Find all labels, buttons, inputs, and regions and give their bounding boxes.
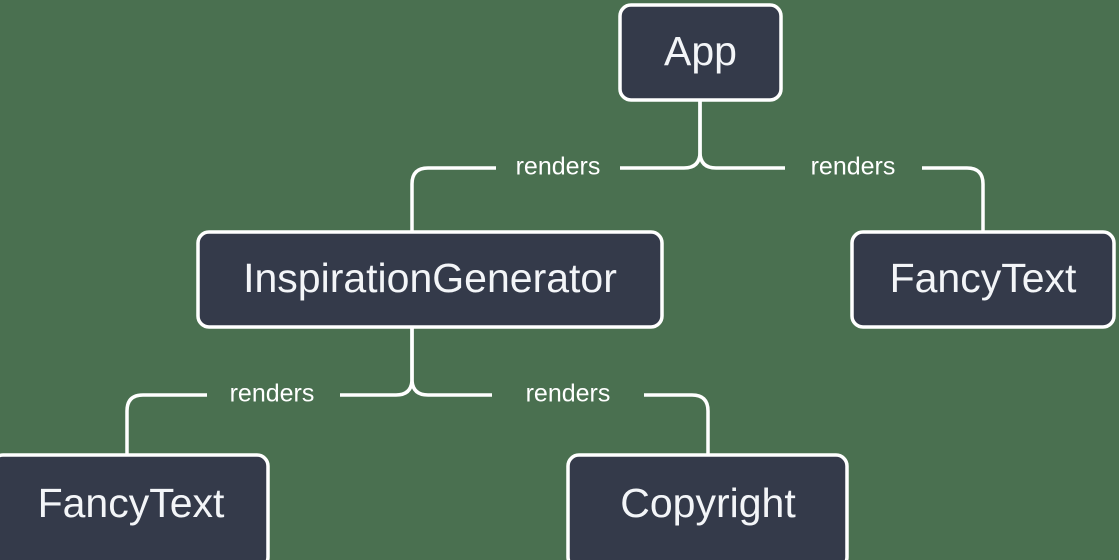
node-inspirationgenerator[interactable]: InspirationGenerator (196, 230, 664, 329)
edge-label-renders-inspgen-fancytext: renders (230, 380, 315, 408)
node-copyright-box[interactable] (566, 453, 849, 560)
node-app-box[interactable] (618, 3, 783, 102)
edge-group-app: renders renders (410, 100, 985, 232)
edge-label-renders-app-fancytext: renders (811, 153, 896, 181)
node-fancytext-top-label: FancyText (890, 255, 1077, 301)
node-fancytext-top-box[interactable] (850, 230, 1116, 329)
node-inspirationgenerator-label: InspirationGenerator (243, 255, 617, 301)
node-fancytext-bottom-box[interactable] (0, 453, 270, 560)
node-fancytext-top[interactable]: FancyText (850, 230, 1116, 329)
node-fancytext-bottom-label: FancyText (38, 480, 225, 526)
edge-app-to-fancytext-top (698, 100, 985, 232)
node-fancytext-bottom[interactable]: FancyText (0, 453, 270, 560)
node-app-label: App (664, 28, 737, 74)
edge-inspgen-to-copyright (410, 327, 710, 455)
node-inspirationgenerator-box[interactable] (196, 230, 664, 329)
node-copyright[interactable]: Copyright (566, 453, 849, 560)
edge-label-renders-inspgen-copyright: renders (526, 380, 611, 408)
edge-label-renders-app-inspgen: renders (516, 153, 601, 181)
edge-group-inspirationgenerator: renders renders (125, 327, 710, 455)
node-app[interactable]: App (618, 3, 783, 102)
node-copyright-label: Copyright (620, 480, 796, 526)
